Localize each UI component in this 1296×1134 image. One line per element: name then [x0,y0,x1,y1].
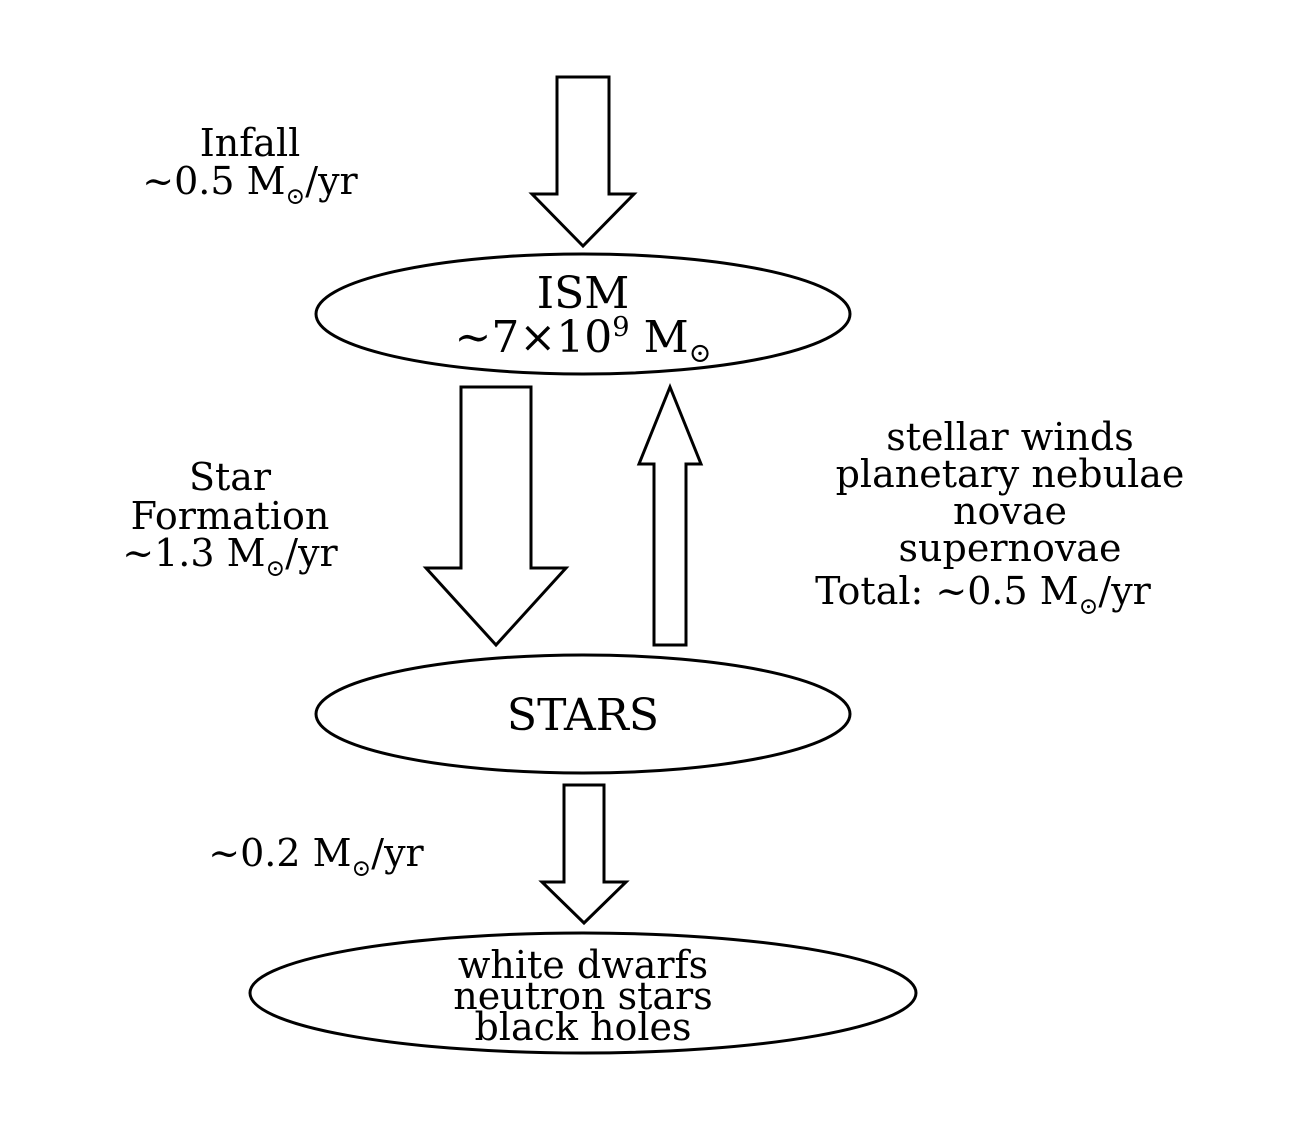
remnant-formation-rate: ~0.2 M⊙/yr [208,831,424,882]
infall-label: Infall [200,121,301,165]
mass-return-source: supernovae [899,526,1122,570]
mass-return-source: stellar winds [886,415,1133,459]
ism-node [314,252,852,376]
mass-return-source: planetary nebulae [836,452,1185,496]
ism-label: ISM [537,268,630,319]
mass-return-arrow [636,382,704,647]
star-formation-label-line1: Star [189,455,272,499]
remnants-node [248,931,918,1055]
mass-return-source: novae [953,489,1067,533]
remnant-type: black holes [474,1005,691,1049]
infall-rate: ~0.5 M⊙/yr [142,159,358,210]
star-formation-arrow [422,385,570,648]
star-formation-rate: ~1.3 M⊙/yr [122,531,338,582]
remnant-formation-arrow [538,783,630,926]
star-formation-label-line2: Formation [131,494,330,538]
stars-node [314,653,852,775]
infall-arrow [528,75,638,249]
remnant-type: white dwarfs [458,943,708,987]
remnant-type: neutron stars [453,974,712,1018]
stars-label: STARS [507,690,659,741]
mass-return-total: Total: ~0.5 M⊙/yr [815,569,1152,620]
